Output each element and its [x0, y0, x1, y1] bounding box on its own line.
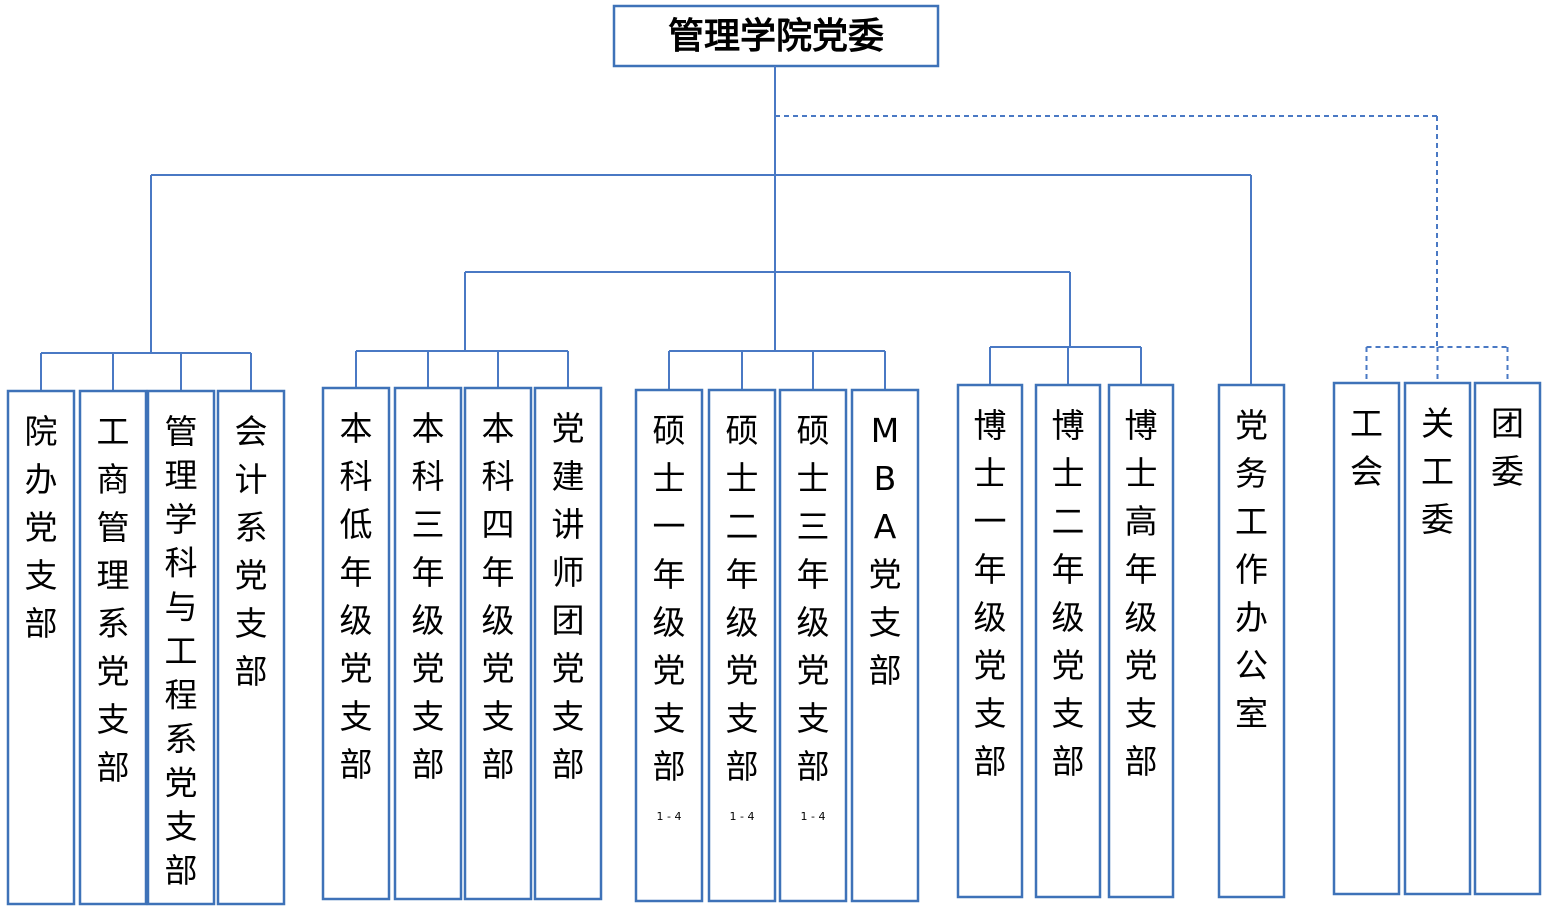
org-node-box: [850, 388, 920, 903]
org-node: 会计系党支部: [216, 389, 286, 906]
org-node: 工商管理系党支部: [78, 389, 148, 906]
org-node-label: 工商管理系党支部: [97, 412, 130, 787]
org-node-box: [393, 386, 463, 901]
org-node-label: 本科四年级党支部: [482, 409, 515, 784]
org-node-box: [778, 388, 848, 903]
org-node-box: [216, 389, 286, 906]
org-node: 博士二年级党支部: [1034, 383, 1102, 899]
org-node-label: 硕士一年级党支部: [653, 411, 686, 786]
org-node-note: 1 - 4: [657, 810, 682, 823]
org-node-label: 工会: [1350, 404, 1383, 491]
org-node-box: [707, 388, 777, 903]
org-node: 本科四年级党支部: [463, 386, 533, 901]
org-node: 本科低年级党支部: [321, 386, 391, 901]
org-node-label: 关工委: [1421, 404, 1454, 539]
org-node: 硕士二年级党支部 1 - 4: [707, 388, 777, 903]
org-node: 党建讲师团党支部: [533, 386, 603, 901]
org-node-box: [956, 383, 1024, 899]
org-node-box: [321, 386, 391, 901]
root-node-label: 管理学院党委: [668, 15, 884, 57]
org-node: 博士高年级党支部: [1107, 383, 1175, 899]
org-node: 硕士三年级党支部 1 - 4: [778, 388, 848, 903]
org-node-note: 1 - 4: [801, 810, 826, 823]
org-node-label: 党务工作办公室: [1235, 406, 1268, 733]
org-node-box: [634, 388, 704, 903]
org-node-label: 党建讲师团党支部: [552, 409, 585, 784]
org-node-box: [1217, 383, 1286, 899]
org-node-label: 硕士三年级党支部: [797, 411, 830, 786]
org-node: 党务工作办公室: [1217, 383, 1286, 899]
org-node-label: 硕士二年级党支部: [726, 411, 759, 786]
org-node-label: 管理学科与工程系党支部: [165, 412, 198, 890]
org-node: 院办党支部: [6, 389, 76, 906]
org-node-box: [1034, 383, 1102, 899]
org-node-label: 博士二年级党支部: [1052, 406, 1085, 781]
org-node-label: 会计系党支部: [235, 412, 268, 691]
org-node-box: [146, 389, 216, 906]
org-node-box: [533, 386, 603, 901]
org-node-box: [1332, 381, 1401, 896]
org-node-box: [1107, 383, 1175, 899]
org-node-label: 院办党支部: [25, 412, 58, 643]
org-node-label: 博士一年级党支部: [974, 406, 1007, 781]
org-node: 硕士一年级党支部 1 - 4: [634, 388, 704, 903]
org-node-label: 本科三年级党支部: [412, 409, 445, 784]
org-node-box: [6, 389, 76, 906]
org-node-box: [1403, 381, 1472, 896]
org-node: 博士一年级党支部: [956, 383, 1024, 899]
org-node: 团委: [1473, 381, 1542, 896]
org-node: 本科三年级党支部: [393, 386, 463, 901]
org-node-label: 博士高年级党支部: [1125, 406, 1158, 781]
root-node-box: [612, 4, 940, 68]
org-node-label: 本科低年级党支部: [340, 409, 373, 784]
org-node-box: [463, 386, 533, 901]
org-node-label: 团委: [1491, 404, 1524, 491]
org-node-box: [78, 389, 148, 906]
org-node: 管理学科与工程系党支部: [146, 389, 216, 906]
org-node-box: [1473, 381, 1542, 896]
org-node-note: 1 - 4: [730, 810, 755, 823]
org-node: 工会: [1332, 381, 1401, 896]
org-node: 关工委: [1403, 381, 1472, 896]
